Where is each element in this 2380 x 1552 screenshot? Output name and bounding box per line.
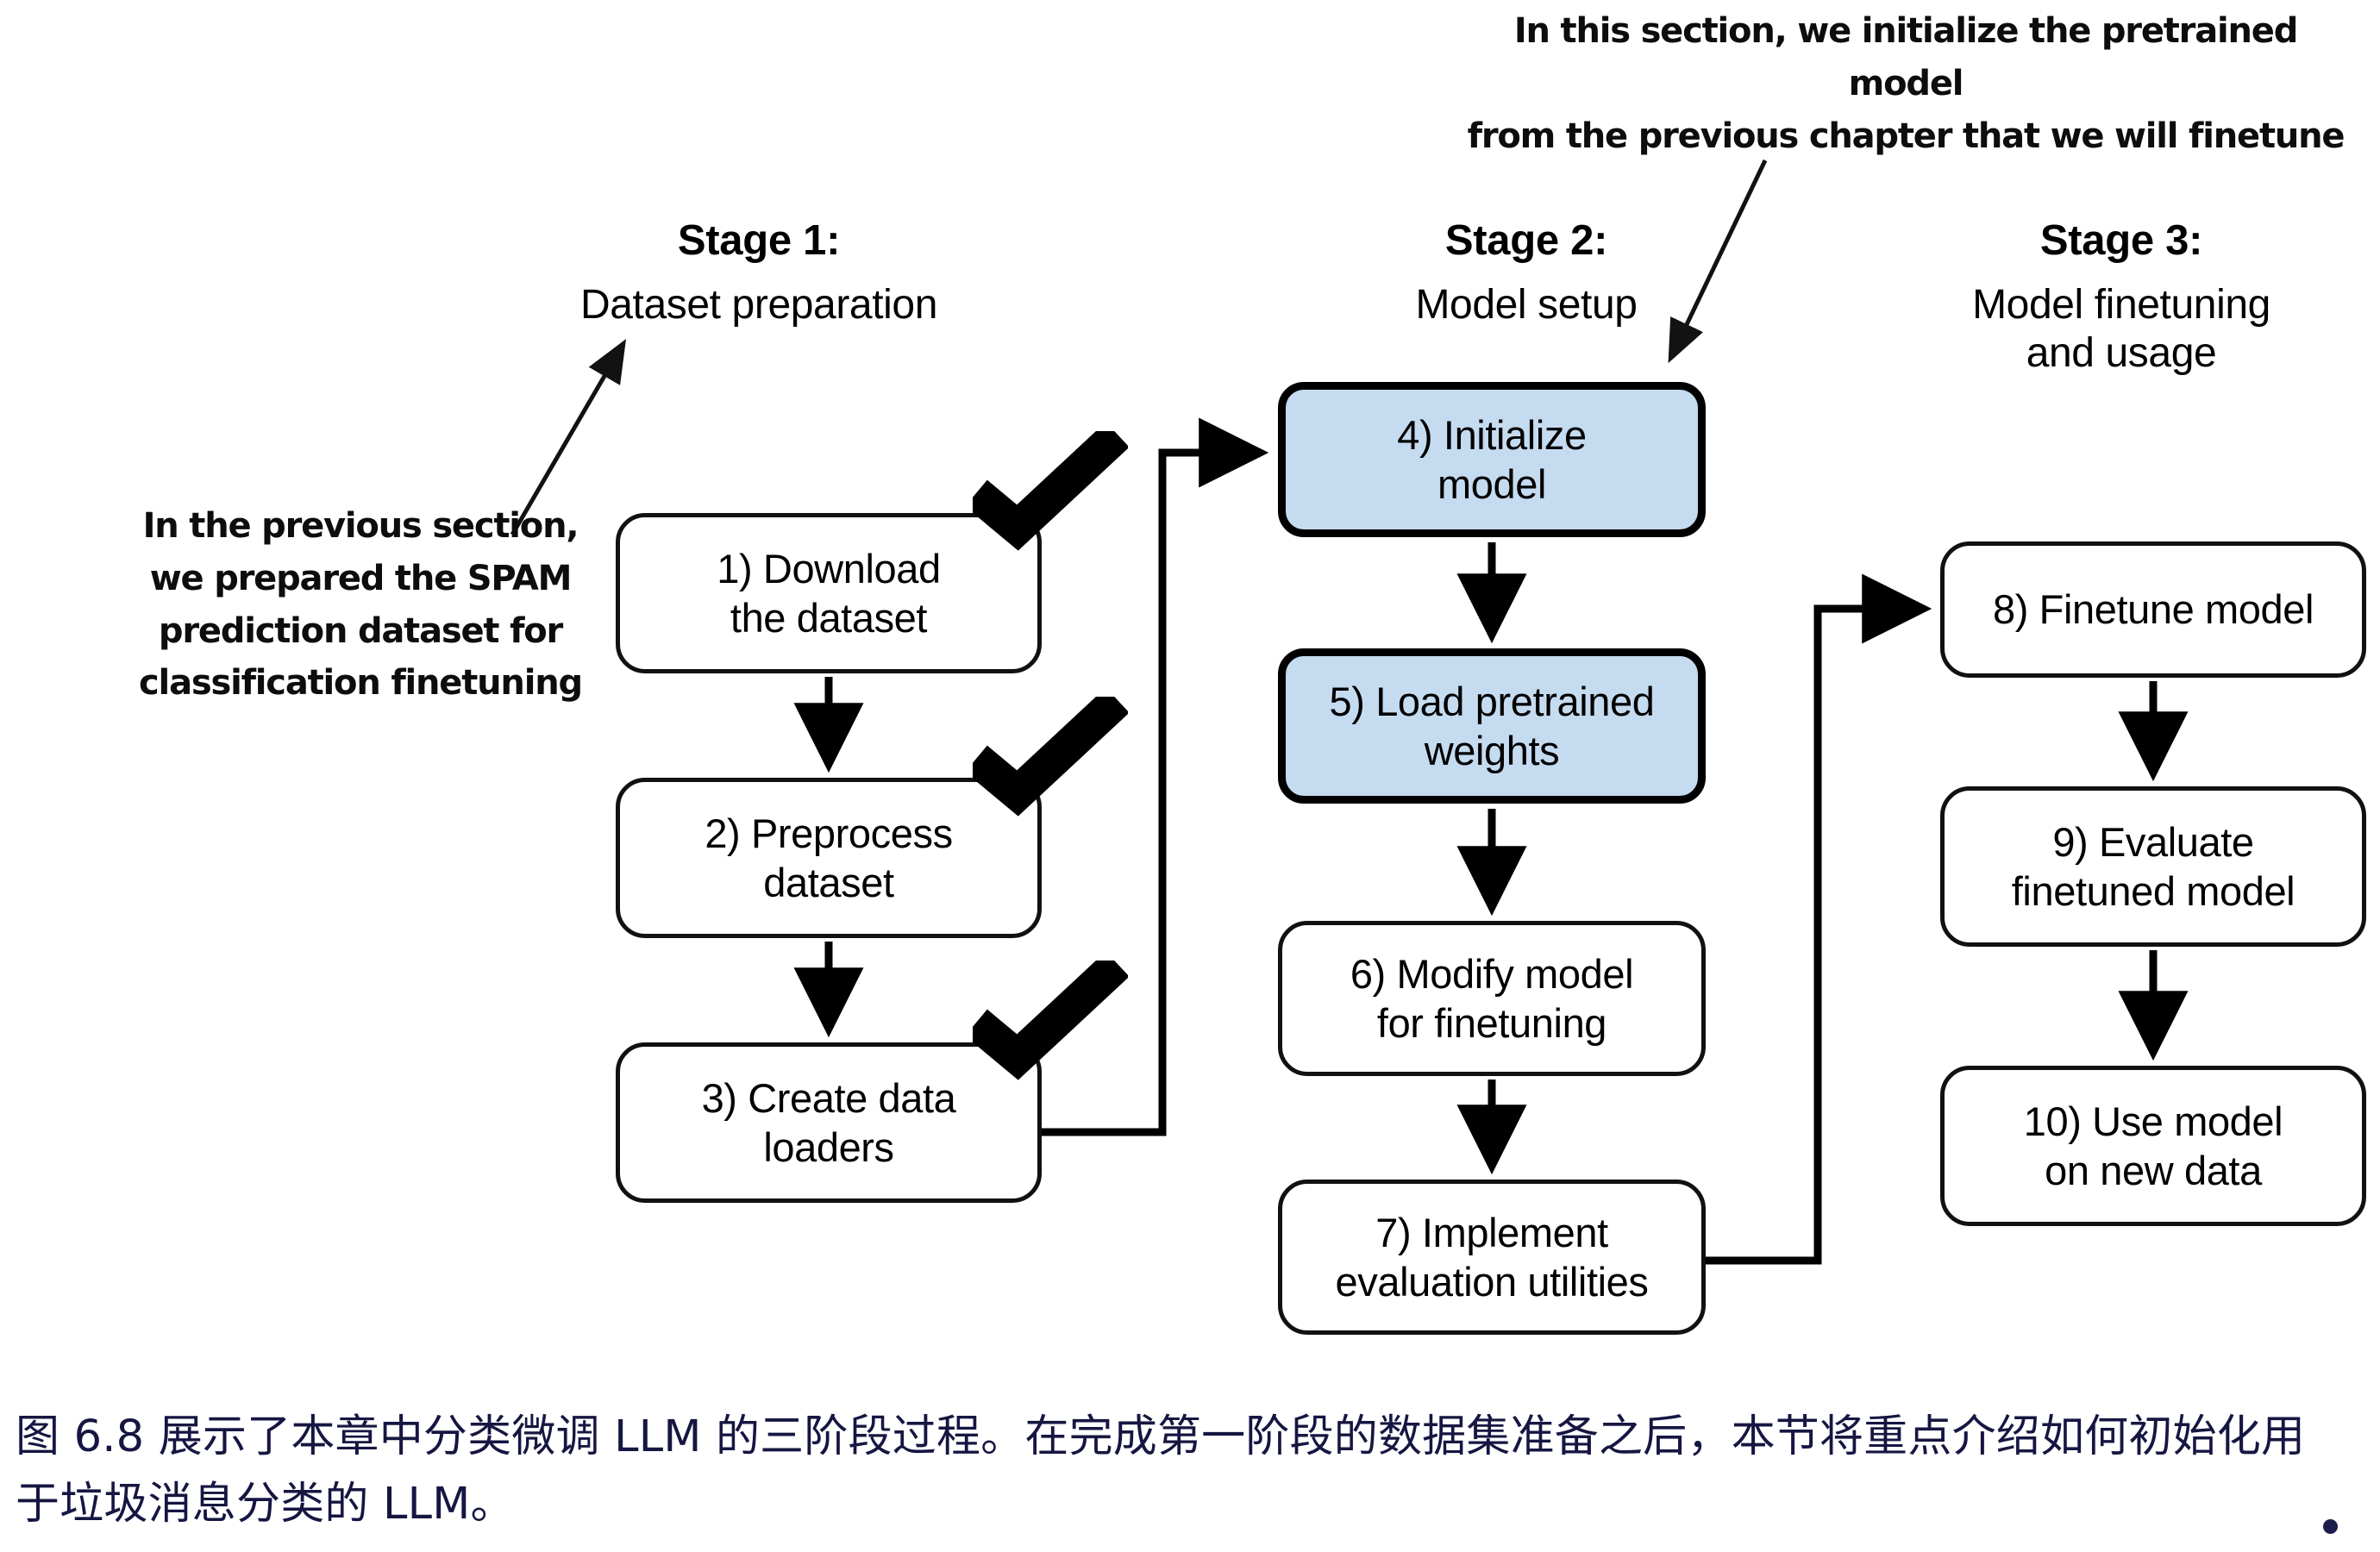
flow-node-load-pretrained-weights[interactable]: 5) Load pretrained weights bbox=[1278, 648, 1706, 804]
stage-header-3: Stage 3: Model finetuning and usage bbox=[1871, 200, 2371, 393]
annotation-this-section: In this section, we initialize the pretr… bbox=[1467, 11, 2346, 156]
flow-node-finetune-model[interactable]: 8) Finetune model bbox=[1940, 541, 2366, 678]
arrow-stage2-to-stage3 bbox=[1706, 573, 1932, 1265]
annotation-previous-section: In the previous section, we prepared the… bbox=[139, 506, 583, 704]
flow-node-download-dataset[interactable]: 1) Download the dataset bbox=[616, 513, 1042, 673]
flow-node-create-data-loaders[interactable]: 3) Create data loaders bbox=[616, 1042, 1042, 1203]
stage-header-1: Stage 1: Dataset preparation bbox=[483, 200, 1035, 345]
stage-2-title: Stage 2: bbox=[1444, 216, 1608, 264]
flow-node-preprocess-dataset[interactable]: 2) Preprocess dataset bbox=[616, 778, 1042, 938]
flow-node-implement-evaluation-utilities[interactable]: 7) Implement evaluation utilities bbox=[1278, 1180, 1706, 1335]
stage-1-subtitle: Dataset preparation bbox=[580, 281, 937, 328]
stage-3-subtitle: Model finetuning and usage bbox=[1972, 281, 2270, 376]
caption-end-marker bbox=[2323, 1519, 2338, 1534]
flow-node-evaluate-finetuned-model[interactable]: 9) Evaluate finetuned model bbox=[1940, 786, 2366, 947]
stage-3-title: Stage 3: bbox=[2039, 216, 2203, 264]
checkmark-icon bbox=[965, 687, 1130, 826]
stage-header-2: Stage 2: Model setup bbox=[1293, 200, 1759, 345]
checkmark-icon bbox=[965, 422, 1130, 560]
flow-node-use-model-on-new-data[interactable]: 10) Use model on new data bbox=[1940, 1066, 2366, 1226]
flow-node-modify-model-for-finetuning[interactable]: 6) Modify model for finetuning bbox=[1278, 921, 1706, 1076]
flow-node-initialize-model[interactable]: 4) Initialize model bbox=[1278, 382, 1706, 537]
flowchart-diagram: Stage 1: Dataset preparation Stage 2: Mo… bbox=[139, 11, 2371, 1335]
checkmark-icon bbox=[965, 951, 1130, 1090]
figure-caption: 图 6.8 展示了本章中分类微调 LLM 的三阶段过程。在完成第一阶段的数据集准… bbox=[16, 1411, 2306, 1530]
stage-1-title: Stage 1: bbox=[677, 216, 841, 264]
stage-2-subtitle: Model setup bbox=[1415, 281, 1638, 328]
